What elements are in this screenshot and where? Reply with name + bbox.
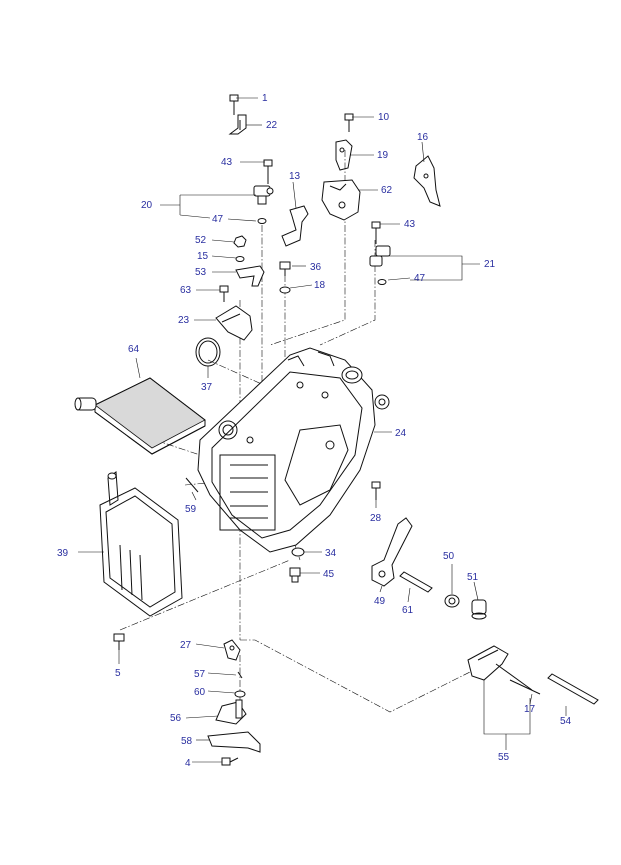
bolt-43-right	[371, 221, 381, 244]
callout-64: 64	[128, 344, 140, 355]
bracket-19	[335, 139, 353, 171]
bolt-10	[344, 113, 354, 132]
callout-43-upper: 43	[221, 157, 233, 168]
bolt-5	[113, 633, 125, 650]
nut-52	[233, 235, 247, 248]
callout-49: 49	[374, 596, 386, 607]
callout-58: 58	[181, 736, 193, 747]
shaft-54	[547, 673, 599, 705]
callout-labels: 1 22 10 16 43 19 13 62 20 47 43 52 15 36…	[57, 93, 572, 769]
bracket-62	[321, 179, 361, 221]
callout-60: 60	[194, 687, 206, 698]
callout-52: 52	[195, 235, 207, 246]
callout-28: 28	[370, 513, 382, 524]
callout-34: 34	[325, 548, 337, 559]
o-ring-34	[291, 547, 305, 557]
callout-59: 59	[185, 504, 197, 515]
bolt-36	[279, 261, 291, 276]
callout-45: 45	[323, 569, 335, 580]
callout-39: 39	[57, 548, 69, 559]
bolt-43-upper	[263, 159, 273, 184]
callout-57: 57	[194, 669, 206, 680]
sensor-21	[369, 245, 391, 267]
callout-16: 16	[417, 132, 429, 143]
bracket-22	[228, 114, 247, 135]
bushing-51	[471, 599, 487, 620]
oil-pan-39	[99, 471, 183, 617]
washer-15	[235, 256, 245, 262]
gasket-37	[195, 337, 221, 367]
callout-36: 36	[310, 262, 322, 273]
bracket-16	[413, 155, 441, 207]
callout-24: 24	[395, 428, 407, 439]
seal-50	[444, 594, 460, 608]
callout-18: 18	[314, 280, 326, 291]
callout-20: 20	[141, 200, 153, 211]
callout-63: 63	[180, 285, 192, 296]
callout-47-left: 47	[212, 214, 224, 225]
transmission-case-24	[197, 347, 390, 553]
cover-23	[215, 305, 253, 341]
bolt-28	[371, 481, 381, 500]
callout-37: 37	[201, 382, 213, 393]
callout-21: 21	[484, 259, 496, 270]
callout-17: 17	[524, 704, 536, 715]
bolt-4	[221, 757, 239, 766]
callout-56: 56	[170, 713, 182, 724]
callout-1: 1	[262, 93, 268, 104]
lever-49	[371, 517, 413, 587]
callout-62: 62	[381, 185, 393, 196]
shaft-61	[399, 571, 433, 593]
pin-59	[185, 477, 199, 493]
callout-23: 23	[178, 315, 190, 326]
bracket-assembly-55	[467, 645, 533, 691]
oil-strainer-64	[74, 377, 206, 455]
callout-15: 15	[197, 251, 209, 262]
plug-45	[289, 567, 301, 583]
bracket-13	[281, 205, 309, 247]
pin-57	[237, 671, 243, 679]
callout-4: 4	[185, 758, 191, 769]
callout-55: 55	[498, 752, 510, 763]
callout-5: 5	[115, 668, 121, 679]
bolt-63	[219, 285, 229, 302]
callout-19: 19	[377, 150, 389, 161]
o-ring-18	[279, 286, 291, 294]
o-ring-60	[234, 690, 246, 698]
bracket-58	[207, 731, 261, 753]
sensor-20	[253, 185, 274, 205]
callout-27: 27	[180, 640, 192, 651]
callout-54: 54	[560, 716, 572, 727]
leader-lines	[78, 97, 567, 763]
o-ring-47-right	[377, 279, 387, 285]
callout-13: 13	[289, 171, 301, 182]
callout-50: 50	[443, 551, 455, 562]
o-ring-47-left	[257, 218, 267, 224]
callout-51: 51	[467, 572, 479, 583]
pin-17	[509, 679, 541, 695]
callout-22: 22	[266, 120, 278, 131]
callout-61: 61	[402, 605, 414, 616]
lever-56	[215, 699, 247, 725]
sensor-27	[223, 639, 241, 661]
callout-47-right: 47	[414, 273, 426, 284]
callout-10: 10	[378, 112, 390, 123]
callout-53: 53	[195, 267, 207, 278]
callout-43-right: 43	[404, 219, 416, 230]
lever-53	[235, 265, 265, 287]
